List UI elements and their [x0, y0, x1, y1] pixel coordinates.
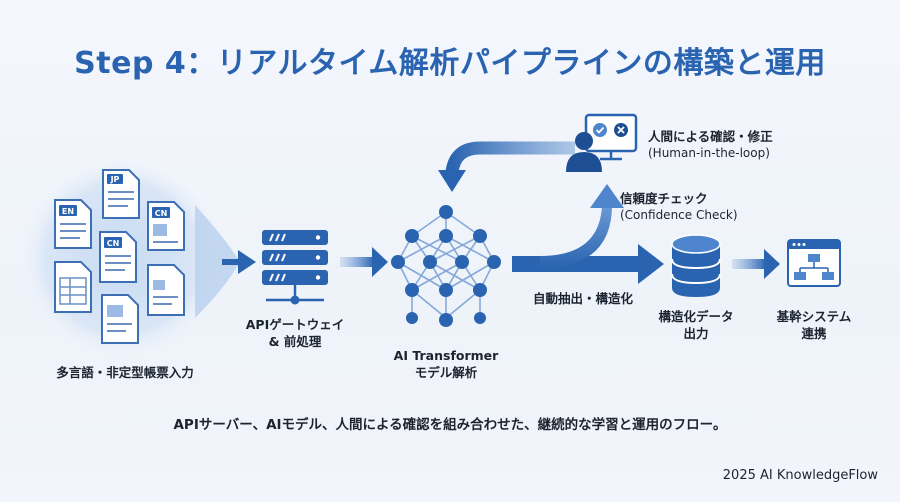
server-icon: [262, 230, 328, 305]
arrow-to-model: [340, 247, 388, 277]
output-label-line2: 出力: [683, 326, 709, 341]
documents-funnel: [195, 205, 240, 318]
document-icon-cn-middle: CN: [99, 231, 137, 283]
document-icon-jp: JP: [102, 169, 140, 219]
badge-jp: JP: [110, 175, 120, 184]
arrow-to-gateway: [222, 250, 256, 274]
human-review-icon: [566, 113, 638, 172]
core-system-label: 基幹システム 連携: [768, 308, 860, 342]
output-label-line1: 構造化データ: [658, 309, 734, 324]
core-system-label-line2: 連携: [801, 326, 827, 341]
gateway-label-line2: & 前処理: [268, 334, 322, 349]
page-title: Step 4：リアルタイム解析パイプラインの構築と運用: [74, 46, 826, 81]
arrow-to-core-system: [732, 249, 780, 279]
document-icon-form: [147, 264, 185, 316]
documents-group: JP EN CN CN: [20, 158, 240, 358]
footer-credit: 2025 AI KnowledgeFlow: [722, 468, 878, 483]
extraction-label: 自動抽出・構造化: [532, 291, 633, 306]
human-review-label: 人間による確認・修正 (Human-in-the-loop): [648, 128, 773, 162]
gateway-label-line1: APIゲートウェイ: [245, 317, 345, 332]
documents-label: 多言語・非定型帳票入力: [56, 365, 194, 380]
human-review-label-line2: (Human-in-the-loop): [648, 146, 770, 160]
confidence-label-line2: (Confidence Check): [620, 208, 738, 222]
database-icon: [671, 234, 721, 297]
model-label-line2: モデル解析: [414, 365, 478, 380]
model-label-line1: AI Transformer: [393, 348, 499, 363]
output-label: 構造化データ 出力: [646, 308, 746, 342]
document-icon-table: [54, 261, 92, 313]
badge-en: EN: [62, 207, 74, 216]
badge-cn-middle: CN: [107, 239, 120, 248]
confidence-label-line1: 信頼度チェック: [620, 191, 708, 206]
badge-cn-right: CN: [155, 209, 168, 218]
model-label: AI Transformer モデル解析: [385, 347, 507, 381]
gateway-label: APIゲートウェイ & 前処理: [235, 316, 355, 350]
document-icon-en: EN: [54, 199, 92, 249]
neural-network-icon: [391, 205, 501, 327]
output-arrow: [512, 184, 664, 284]
core-system-label-line1: 基幹システム: [776, 309, 852, 324]
feedback-arrow: [438, 141, 575, 192]
document-icon-cn-right: CN: [147, 201, 185, 251]
human-review-label-line1: 人間による確認・修正: [648, 129, 773, 144]
core-system-window-icon: [787, 239, 841, 287]
diagram-caption: APIサーバー、AIモデル、人間による確認を組み合わせた、継続的な学習と運用のフ…: [173, 417, 727, 433]
document-icon-bottom: [101, 294, 139, 344]
confidence-label: 信頼度チェック (Confidence Check): [620, 190, 738, 224]
